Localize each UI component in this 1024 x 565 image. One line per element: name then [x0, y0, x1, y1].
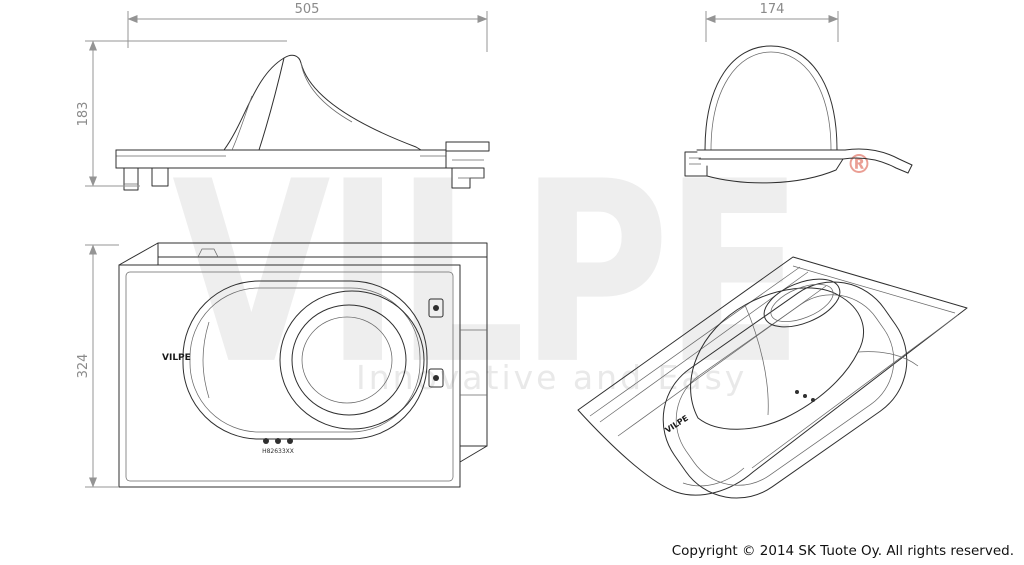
- top-view: H82633XX VILPE: [118, 242, 488, 488]
- product-code-label: H82633XX: [262, 448, 294, 455]
- vent-dots: [263, 438, 293, 444]
- dim-label-174: 174: [760, 2, 785, 17]
- side-view: [115, 54, 490, 191]
- brand-logo-iso-view: VILPE: [664, 413, 690, 434]
- dimension-height-324: 324: [76, 244, 119, 488]
- watermark-registered-mark: ®: [846, 150, 872, 180]
- copyright-notice: Copyright © 2014 SK Tuote Oy. All rights…: [671, 543, 1014, 559]
- front-view: [684, 45, 913, 184]
- dimension-width-174: 174: [705, 2, 839, 42]
- isometric-view: VILPE: [577, 256, 968, 499]
- dim-label-505: 505: [295, 2, 320, 17]
- watermark-brand: VILPE: [172, 129, 804, 420]
- dim-label-324: 324: [76, 354, 91, 379]
- dimension-height-183: 183: [76, 40, 287, 187]
- vent-dots-iso: [795, 390, 815, 402]
- dim-label-183: 183: [76, 102, 91, 127]
- dimension-width-505: 505: [127, 2, 488, 52]
- brand-logo-top-view: VILPE: [162, 353, 191, 363]
